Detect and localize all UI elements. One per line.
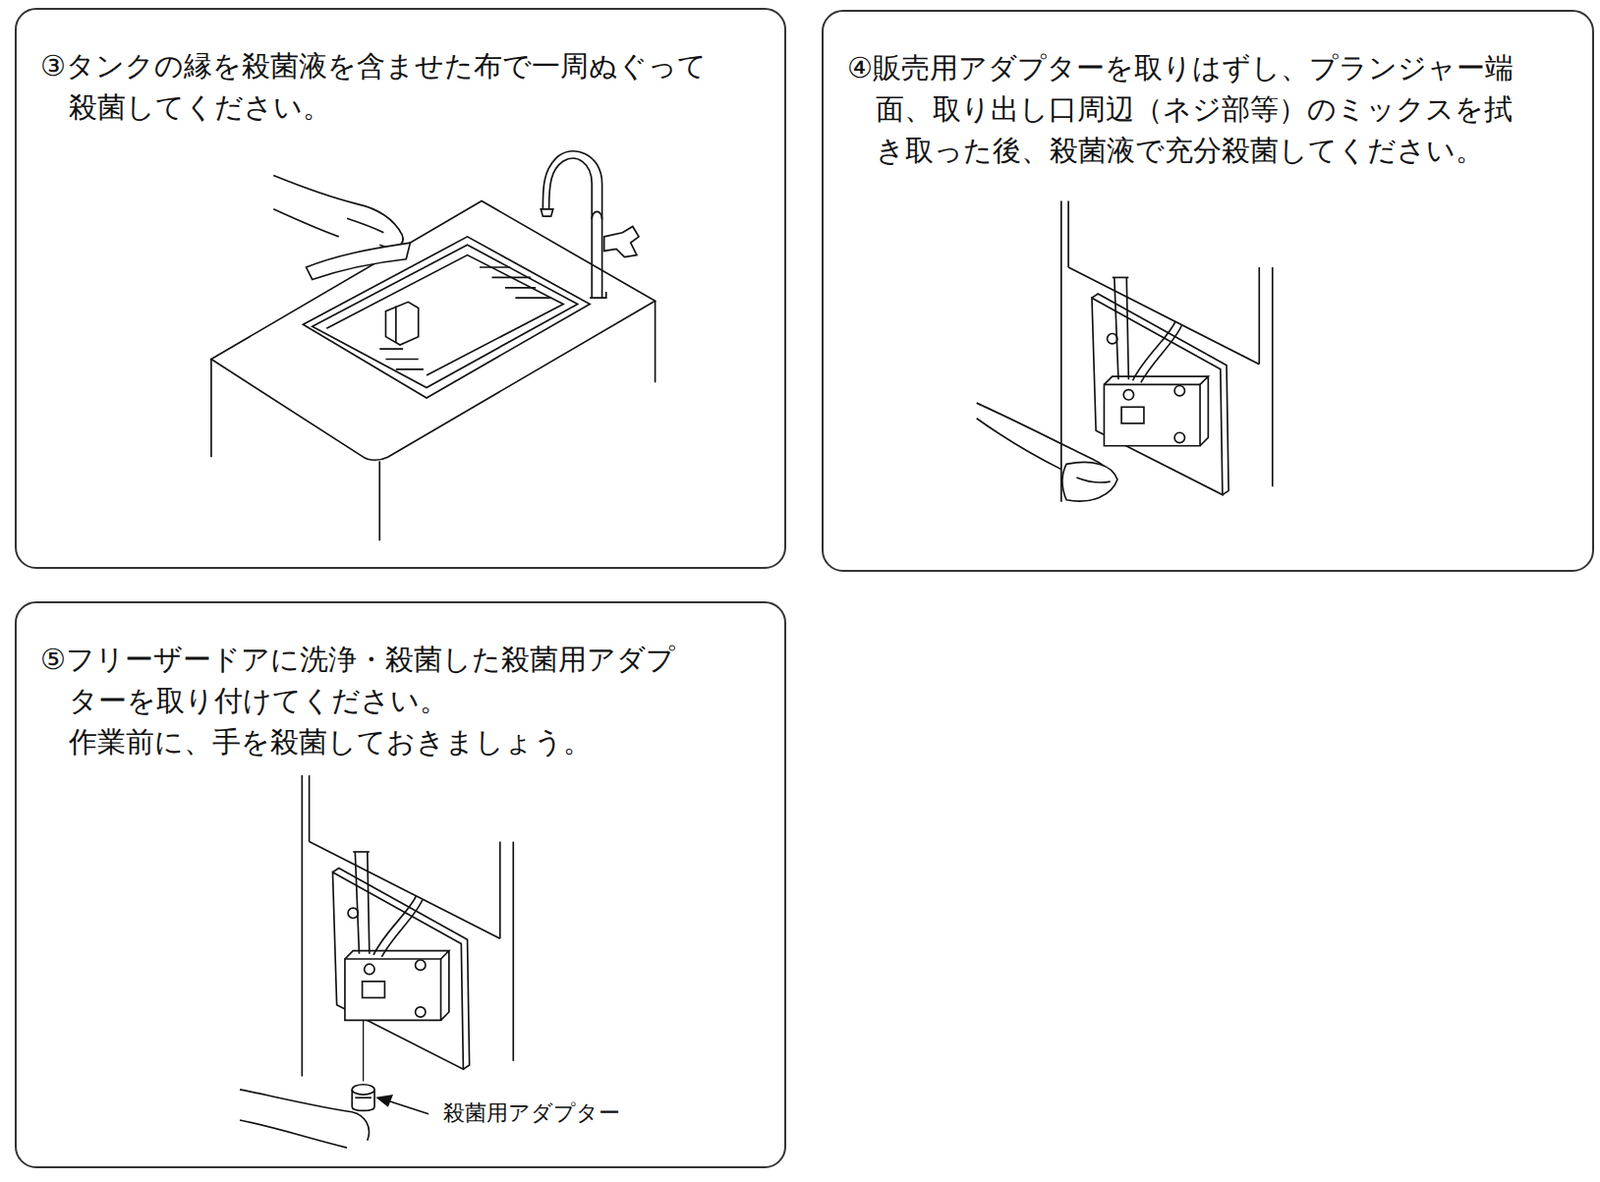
step-instruction: ⑤フリーザードアに洗浄・殺菌した殺菌用アダプターを取り付けてください。 (40, 638, 683, 722)
instruction-panel: ③タンクの縁を殺菌液を含ませた布で一周ぬぐって殺菌してください。 (14, 7, 787, 570)
step-note: 作業前に、手を殺菌しておきましょう。 (40, 721, 683, 763)
freezer-door (301, 775, 514, 1077)
hand-with-adapter (239, 1020, 429, 1148)
freezer-door (1061, 201, 1273, 503)
step-instruction: ③タンクの縁を殺菌液を含ませた布で一周ぬぐって殺菌してください。 (40, 45, 711, 128)
hand-with-cloth (976, 402, 1118, 502)
instruction-panel: ⑤フリーザードアに洗浄・殺菌した殺菌用アダプターを取り付けてください。作業前に、… (14, 601, 787, 1169)
step-instruction: ④販売用アダプターを取りはずし、プランジャー端面、取り出し口周辺（ネジ部等）のミ… (847, 47, 1518, 172)
sink-illustration (211, 151, 656, 542)
instruction-panel: ④販売用アダプターを取りはずし、プランジャー端面、取り出し口周辺（ネジ部等）のミ… (821, 9, 1595, 572)
part-label: 殺菌用アダプター (441, 1099, 623, 1128)
